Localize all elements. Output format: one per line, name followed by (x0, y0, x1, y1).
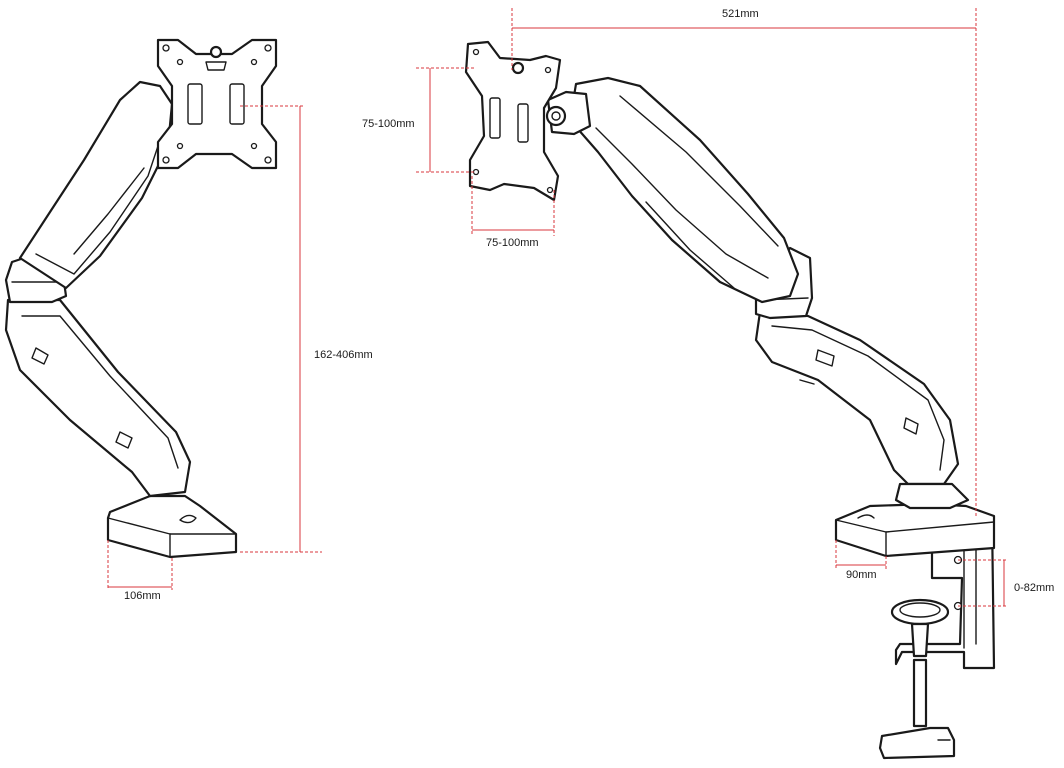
base-depth-left-label: 106mm (124, 590, 161, 602)
left-base (106, 494, 238, 559)
vesa-width-label: 75-100mm (486, 237, 539, 249)
left-vesa-plate (156, 38, 278, 170)
left-upper-arm (18, 80, 174, 290)
clamp-bracket (894, 516, 996, 670)
left-arm-front-view (4, 38, 278, 559)
overall-reach-label: 521mm (722, 8, 759, 20)
right-dimensions (416, 8, 1008, 607)
clamp-screw (912, 658, 928, 728)
left-lower-arm (4, 298, 192, 498)
clamp-handle (878, 726, 956, 760)
right-upper-arm (568, 76, 800, 304)
base-depth-right-label: 90mm (846, 569, 877, 581)
vesa-height-label: 75-100mm (362, 118, 415, 130)
height-range-label: 162-406mm (314, 349, 373, 361)
left-dimensions (107, 105, 322, 590)
right-lower-arm (754, 310, 960, 486)
right-vesa-plate (464, 40, 562, 202)
right-arm-side-view (464, 40, 996, 760)
desk-thickness-label: 0-82mm (1014, 582, 1055, 594)
